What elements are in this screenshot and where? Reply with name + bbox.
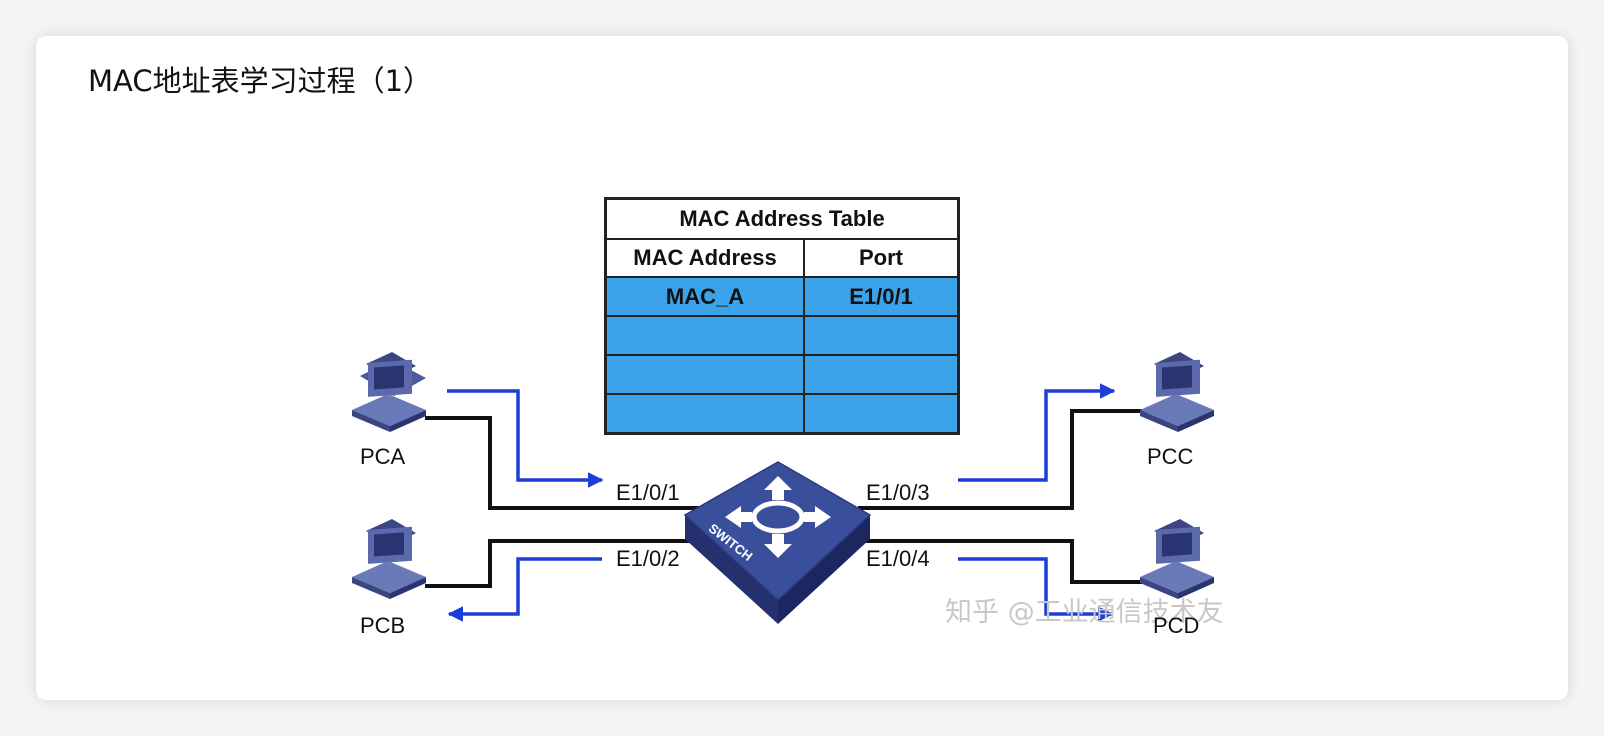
pc-icon-pcc [1140, 352, 1214, 432]
port-label-e1-0-1: E1/0/1 [616, 480, 680, 505]
cell-mac [604, 354, 805, 395]
cables [425, 409, 1148, 588]
cable-pcd [858, 539, 1148, 584]
cable-pca [425, 416, 700, 510]
watermark: 知乎 @工业通信技术友 [945, 597, 1224, 628]
host-label-pca: PCA [360, 444, 406, 469]
column-header-mac: MAC Address [604, 238, 805, 278]
cell-port [803, 315, 960, 356]
port-label-e1-0-4: E1/0/4 [866, 546, 930, 571]
port-label-e1-0-2: E1/0/2 [616, 546, 680, 571]
pc-icon-pca [352, 352, 426, 432]
port-label-e1-0-3: E1/0/3 [866, 480, 930, 505]
host-label-pcd: PCD [1153, 613, 1199, 638]
mac-address-table: MAC Address Table MAC Address Port MAC_A… [604, 197, 960, 435]
table-row [604, 393, 960, 435]
flow-arrows [447, 383, 1116, 622]
arrow-from-pca [447, 389, 604, 488]
table-caption: MAC Address Table [604, 197, 960, 240]
cell-mac [604, 315, 805, 356]
arrow-to-pcb [447, 557, 602, 622]
table-row [604, 354, 960, 395]
cell-port [803, 393, 960, 435]
table-row [604, 315, 960, 356]
page-title: MAC地址表学习过程（1） [88, 64, 433, 98]
cell-port [803, 354, 960, 395]
cell-mac: MAC_A [604, 276, 805, 317]
cell-port: E1/0/1 [803, 276, 960, 317]
pc-icon-pcb [352, 519, 426, 599]
cell-mac [604, 393, 805, 435]
host-label-pcb: PCB [360, 613, 405, 638]
arrow-to-pcd [958, 557, 1114, 622]
switch-icon: SWITCH [683, 461, 872, 624]
host-label-pcc: PCC [1147, 444, 1194, 469]
table-row: MAC_A E1/0/1 [604, 276, 960, 317]
column-header-port: Port [803, 238, 960, 278]
pc-icon-pcd [1140, 519, 1214, 599]
cable-pcb [425, 539, 700, 588]
cable-pcc [858, 409, 1148, 510]
arrow-to-pcc [958, 383, 1116, 482]
